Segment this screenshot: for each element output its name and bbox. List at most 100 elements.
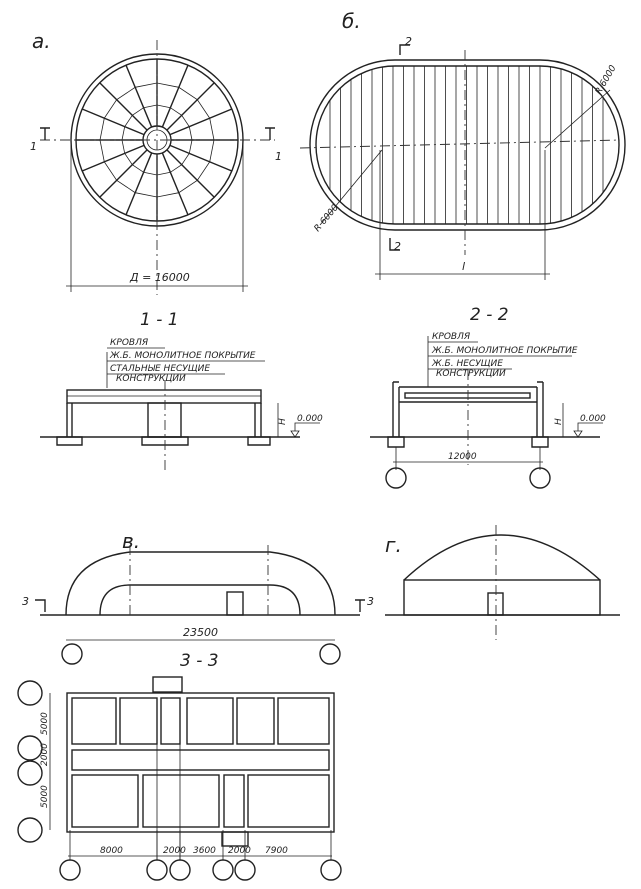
radial-beam xyxy=(81,144,145,172)
diameter-dim: Д = 16000 xyxy=(129,271,190,284)
dim-label: 5000 xyxy=(40,785,50,808)
entrance xyxy=(487,592,504,616)
axis-bubble xyxy=(529,467,551,489)
layer-label: КОНСТРУКЦИИ xyxy=(436,369,506,379)
layer-label: Ж.Б. МОНОЛИТНОЕ ПОКРЫТИЕ xyxy=(109,351,256,361)
room xyxy=(223,774,245,828)
axis-bubble xyxy=(146,859,168,881)
dim-label: 2000 xyxy=(40,743,50,766)
dome-profile xyxy=(403,534,601,581)
figure-g-label: г. xyxy=(385,533,402,557)
radial-beam xyxy=(166,149,215,198)
axis-bubble xyxy=(169,859,191,881)
axis-bubble xyxy=(385,467,407,489)
radius-label: R 6000 xyxy=(313,203,341,234)
dim-label: 8000 xyxy=(100,846,123,856)
radial-beam xyxy=(166,82,215,131)
dim-label: 7900 xyxy=(265,846,288,856)
radial-beam xyxy=(81,108,145,136)
section-2-2: 2 - 2 КРОВЛЯ Ж.Б. МОНОЛИТНОЕ ПОКРЫТИЕ Ж.… xyxy=(370,305,606,489)
layer-label: КРОВЛЯ xyxy=(432,332,470,342)
room xyxy=(186,697,234,745)
section-arrow xyxy=(355,599,365,612)
roof-slab xyxy=(66,389,262,404)
central-core xyxy=(147,402,182,438)
room xyxy=(71,697,117,745)
length-dim: l xyxy=(462,260,465,273)
radial-beam xyxy=(161,64,189,128)
section-mark: 3 xyxy=(22,595,29,608)
height-label: H xyxy=(278,418,288,425)
section-arrow xyxy=(265,127,275,140)
beam xyxy=(404,392,531,399)
radial-beam xyxy=(169,108,233,136)
rooms xyxy=(71,697,330,828)
radius-leader xyxy=(544,89,611,149)
section-title: 3 - 3 xyxy=(180,651,219,671)
dim-label: 5000 xyxy=(40,712,50,735)
dim-label: 2000 xyxy=(163,846,186,856)
axis-line xyxy=(299,139,621,149)
layer-label: КОНСТРУКЦИИ xyxy=(116,374,186,384)
height-label: H xyxy=(554,418,564,425)
section-arrow xyxy=(35,599,46,612)
outer-wall xyxy=(66,692,335,833)
foundations xyxy=(56,436,271,446)
layer-label: КРОВЛЯ xyxy=(110,338,148,348)
section-title: 2 - 2 xyxy=(470,305,509,325)
radial-beam xyxy=(99,82,148,131)
axis-bubble xyxy=(320,859,342,881)
section-arrow xyxy=(399,44,410,55)
section-mark: 3 xyxy=(367,595,374,608)
room xyxy=(142,774,220,828)
axis-bubble xyxy=(17,735,43,761)
axis-bubble xyxy=(17,760,43,786)
axis-bubble xyxy=(319,643,341,665)
axis-bubble xyxy=(59,859,81,881)
room xyxy=(247,774,330,828)
span-dim: 12000 xyxy=(448,452,477,462)
room xyxy=(277,697,330,745)
section-title: 1 - 1 xyxy=(140,310,179,330)
room xyxy=(236,697,275,745)
dim-label: 2000 xyxy=(228,846,251,856)
length-dim: 23500 xyxy=(183,626,218,639)
axis-bubble xyxy=(212,859,234,881)
level-mark xyxy=(573,422,603,438)
figure-v-elevation: в. 3 3 23500 xyxy=(22,529,374,665)
radius-leader xyxy=(319,149,383,226)
layer-label: Ж.Б. НЕСУЩИЕ xyxy=(431,359,503,369)
room xyxy=(160,697,181,745)
frame xyxy=(392,381,544,437)
radial-beam xyxy=(99,149,148,198)
outer-outline xyxy=(309,59,626,231)
entrance-vestibule xyxy=(221,831,249,847)
section-3-3-plan: 3 - 3 5000 2000 5000 8000 2000 3600 2000… xyxy=(17,651,342,881)
axis-bubble xyxy=(17,680,43,706)
figure-g-dome-elevation: г. xyxy=(385,525,620,640)
section-mark: 1 xyxy=(30,140,37,153)
section-mark: 2 xyxy=(394,240,401,253)
figure-a-round-plan: а. 1 1 Д = 16000 xyxy=(30,29,282,295)
grid-axes xyxy=(17,680,342,881)
axis-bubble xyxy=(234,859,256,881)
drum-wall xyxy=(403,579,601,616)
radial-beam xyxy=(125,64,153,128)
section-mark: 1 xyxy=(275,150,282,163)
roof-ribs xyxy=(329,66,604,224)
level-label: 0.000 xyxy=(580,414,606,424)
radial-beam xyxy=(125,152,153,216)
entrance xyxy=(226,591,244,616)
layer-label: СТАЛЬНЫЕ НЕСУЩИЕ xyxy=(110,364,210,374)
figure-v-label: в. xyxy=(122,529,140,553)
room xyxy=(71,774,139,828)
section-arrow xyxy=(389,238,400,251)
level-mark xyxy=(290,422,320,438)
axis-bubble xyxy=(17,817,43,843)
section-1-1: 1 - 1 КРОВЛЯ Ж.Б. МОНОЛИТНОЕ ПОКРЫТИЕ СТ… xyxy=(40,310,323,470)
level-label: 0.000 xyxy=(297,414,323,424)
entrance-vestibule xyxy=(152,676,183,693)
room xyxy=(119,697,158,745)
inner-profile xyxy=(99,584,301,616)
